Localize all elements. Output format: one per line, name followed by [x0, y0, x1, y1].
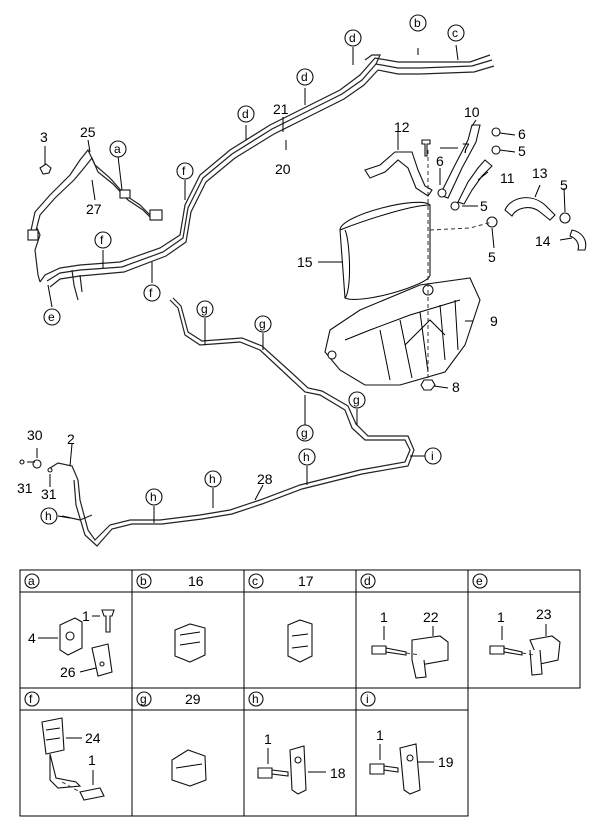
cell-e-part-1: 1	[497, 609, 505, 625]
callout-12: 12	[394, 119, 410, 135]
cell-i-part-1: 1	[376, 727, 384, 743]
cell-i-part-19: 19	[438, 754, 454, 770]
cell-e-part-23: 23	[536, 606, 552, 622]
cell-d-part-22: 22	[423, 609, 439, 625]
callout-5b: 5	[560, 177, 568, 193]
cell-a-part-4: 4	[28, 630, 36, 646]
cell-h-part-18: 18	[330, 765, 346, 781]
detail-table: a b 16 c 17 d e f g 29 h i 1 4 26 1 22	[19, 569, 581, 817]
cell-c-letter: c	[252, 574, 258, 588]
callout-10: 10	[464, 104, 480, 120]
letter-g1: g	[201, 302, 208, 316]
letter-h3: h	[150, 490, 157, 504]
upper-fuel-lines	[34, 54, 495, 301]
callout-15: 15	[297, 254, 313, 270]
callout-20: 20	[275, 161, 291, 177]
callout-25: 25	[80, 124, 96, 140]
letter-f3: f	[149, 286, 153, 300]
letter-h4: h	[45, 509, 52, 523]
letter-g3: g	[353, 393, 360, 407]
letter-e: e	[48, 310, 55, 324]
callout-27: 27	[86, 201, 102, 217]
callout-28: 28	[257, 471, 273, 487]
callout-6b: 6	[518, 126, 526, 142]
cell-i-letter: i	[366, 692, 369, 706]
letter-f2: f	[100, 233, 104, 247]
canister-assembly	[324, 124, 587, 391]
letter-h1: h	[209, 472, 216, 486]
callout-5a: 5	[518, 143, 526, 159]
letter-g4: g	[301, 426, 308, 440]
letter-f1: f	[182, 164, 186, 178]
cell-e-letter: e	[476, 574, 483, 588]
cell-d-part-1: 1	[380, 609, 388, 625]
cell-a-part-26: 26	[60, 664, 76, 680]
letter-d3: d	[242, 107, 249, 121]
letter-i: i	[431, 449, 434, 463]
cell-g-letter: g	[140, 692, 147, 706]
cell-f-part-1: 1	[88, 752, 96, 768]
cell-b-letter: b	[140, 574, 147, 588]
lower-fuel-lines	[49, 297, 415, 547]
cell-a-part-1: 1	[82, 608, 90, 624]
callout-2: 2	[67, 431, 75, 447]
cell-d-letter: d	[364, 574, 371, 588]
callout-13: 13	[532, 165, 548, 181]
letter-d2: d	[301, 70, 308, 84]
letter-g2: g	[259, 317, 266, 331]
callout-6a: 6	[436, 153, 444, 169]
cell-h-part-1: 1	[264, 731, 272, 747]
callout-7: 7	[462, 140, 470, 156]
callout-8: 8	[452, 379, 460, 395]
cell-f-letter: f	[29, 692, 33, 706]
letter-b: b	[414, 16, 421, 30]
callout-5c: 5	[480, 198, 488, 214]
callout-9: 9	[490, 313, 498, 329]
callout-14: 14	[535, 233, 551, 249]
callout-5d: 5	[488, 249, 496, 265]
cell-c-part: 17	[298, 573, 314, 589]
letter-callouts: a b c d d d f f f e g g g g i h h h h	[40, 14, 465, 525]
cell-g-part: 29	[185, 691, 201, 707]
cell-h-letter: h	[252, 692, 259, 706]
cell-f-part-24: 24	[85, 730, 101, 746]
letter-c: c	[452, 26, 458, 40]
callout-3: 3	[40, 129, 48, 145]
letter-d1: d	[349, 31, 356, 45]
letter-a: a	[114, 142, 121, 156]
callout-31b: 31	[41, 486, 57, 502]
left-loop-line	[27, 148, 163, 241]
leader-lines	[27, 44, 573, 523]
cell-b-part: 16	[188, 573, 204, 589]
small-fittings	[19, 459, 53, 473]
callout-30: 30	[27, 427, 43, 443]
part-numbers: 3 25 27 21 20 12 7 6 10 6 5 11 13 5 5 14…	[17, 101, 568, 502]
letter-h2: h	[303, 450, 310, 464]
cell-a-letter: a	[28, 574, 35, 588]
callout-21: 21	[273, 101, 289, 117]
callout-11: 11	[500, 170, 515, 186]
callout-31a: 31	[17, 480, 33, 496]
